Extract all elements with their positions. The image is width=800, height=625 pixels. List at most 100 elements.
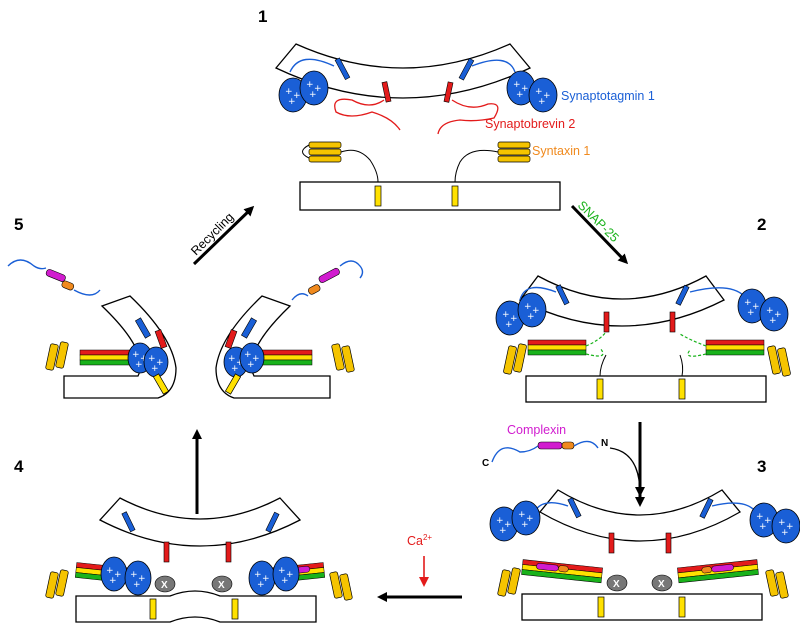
state-3-clamped: +++ +++ +++ +++ X [489, 489, 800, 621]
synaptotagmin-tm [555, 284, 570, 306]
c2-domain [299, 70, 329, 106]
step-number-4: 4 [14, 457, 24, 476]
syntaxin-habc-left [45, 341, 69, 371]
positive-charge-mark: + [133, 580, 141, 590]
positive-charge-mark: + [499, 526, 507, 536]
positive-charge-mark: + [306, 80, 314, 90]
positive-charge-mark: + [231, 364, 239, 374]
vesicle-membrane [519, 275, 725, 327]
c2-domain [517, 292, 547, 328]
plasma-membrane [525, 375, 767, 403]
positive-charge-mark: + [532, 306, 540, 316]
synaptobrevin-label: Synaptobrevin 2 [485, 117, 575, 131]
syntaxin-label: Syntaxin 1 [532, 144, 590, 158]
c2-domain [272, 556, 300, 592]
snare-bundle-right [679, 333, 765, 357]
positive-charge-mark: + [281, 576, 289, 586]
positive-charge-mark: + [502, 310, 510, 320]
synaptotagmin-tm [240, 317, 258, 339]
calcium-trigger: Ca2+ [407, 533, 432, 587]
positive-charge-mark: + [148, 354, 156, 364]
positive-charge-mark: + [504, 520, 512, 530]
positive-charge-mark: + [756, 512, 764, 522]
syntaxin-habc-left [503, 343, 527, 375]
positive-charge-mark: + [526, 514, 534, 524]
synaptotagmin-linker [471, 59, 516, 73]
synaptotagmin-label: Synaptotagmin 1 [561, 89, 655, 103]
syntaxin-habc-left [45, 569, 69, 599]
x-marker-left: X [154, 575, 176, 593]
syntaxin-tm [224, 373, 242, 395]
vesicle-membrane [539, 489, 741, 542]
arrow-5-to-1 [192, 205, 255, 266]
synaptobrevin-tm [665, 532, 672, 554]
positive-charge-mark: + [744, 298, 752, 308]
synaptobrevin-tm [669, 311, 676, 333]
arrow-1-to-2 [570, 204, 629, 265]
syntaxin-tm [678, 378, 686, 400]
complexin-c-terminus: C [482, 458, 489, 469]
positive-charge-mark: + [140, 354, 148, 364]
complexin-released-right [291, 260, 364, 301]
positive-charge-mark: + [236, 358, 244, 368]
c2-domain [771, 508, 800, 544]
positive-charge-mark: + [747, 308, 755, 318]
synaptobrevin-tm [163, 541, 170, 563]
synaptobrevin-chain [437, 99, 499, 135]
synaptobrevin-tm [154, 329, 168, 349]
positive-charge-mark: + [505, 320, 513, 330]
synaptobrevin-tm [224, 329, 238, 349]
x-marker-label: X [613, 579, 620, 590]
synaptobrevin-tm [381, 81, 392, 103]
positive-charge-mark: + [244, 350, 252, 360]
plasma-membrane [75, 590, 317, 623]
syntaxin-habc-right [329, 571, 353, 601]
plasma-membrane [521, 593, 763, 621]
synaptobrevin-tm [225, 541, 232, 563]
positive-charge-mark: + [521, 84, 529, 94]
positive-charge-mark: + [543, 91, 551, 101]
synaptotagmin-tm [675, 284, 690, 306]
calcium-label: Ca2+ [407, 533, 432, 548]
positive-charge-mark: + [252, 354, 260, 364]
syntaxin-tm [231, 598, 239, 620]
synaptobrevin-chain [334, 98, 401, 131]
syntaxin-tm [152, 373, 170, 395]
positive-charge-mark: + [778, 518, 786, 528]
positive-charge-mark: + [254, 570, 262, 580]
positive-charge-mark: + [766, 306, 774, 316]
snare-complexin-left [521, 559, 603, 584]
synaptobrevin-tm [608, 532, 615, 554]
positive-charge-mark: + [524, 302, 532, 312]
syntaxin-tm [678, 596, 686, 618]
recycling-label: Recycling [188, 210, 236, 258]
synaptotagmin-tm [121, 511, 136, 533]
x-marker-right: X [651, 574, 673, 592]
positive-charge-mark: + [288, 97, 296, 107]
synaptotagmin-tm [334, 57, 351, 81]
positive-charge-mark: + [752, 302, 760, 312]
state-5-fused-pore: +++ +++ +++ +++ [7, 259, 364, 399]
vesicle-membrane [274, 43, 532, 99]
synaptotagmin-linker [689, 287, 745, 297]
x-marker-label: X [658, 579, 665, 590]
positive-charge-mark: + [774, 310, 782, 320]
complexin-n-terminus: N [601, 438, 608, 449]
positive-charge-mark: + [309, 90, 317, 100]
positive-charge-mark: + [286, 570, 294, 580]
state-1-docked-vesicle: +++ +++ +++ +++ Synaptotagmin 1 Synaptob… [274, 43, 655, 211]
positive-charge-mark: + [538, 97, 546, 107]
plasma-membrane [299, 181, 561, 211]
positive-charge-mark: + [764, 516, 772, 526]
synaptotagmin-tm [265, 511, 280, 533]
syntaxin-habc-right [454, 141, 531, 183]
positive-charge-mark: + [247, 360, 255, 370]
positive-charge-mark: + [527, 312, 535, 322]
positive-charge-mark: + [285, 87, 293, 97]
positive-charge-mark: + [106, 566, 114, 576]
syntaxin-tm [596, 378, 604, 400]
complexin-released-left [7, 259, 101, 296]
positive-charge-mark: + [156, 358, 164, 368]
